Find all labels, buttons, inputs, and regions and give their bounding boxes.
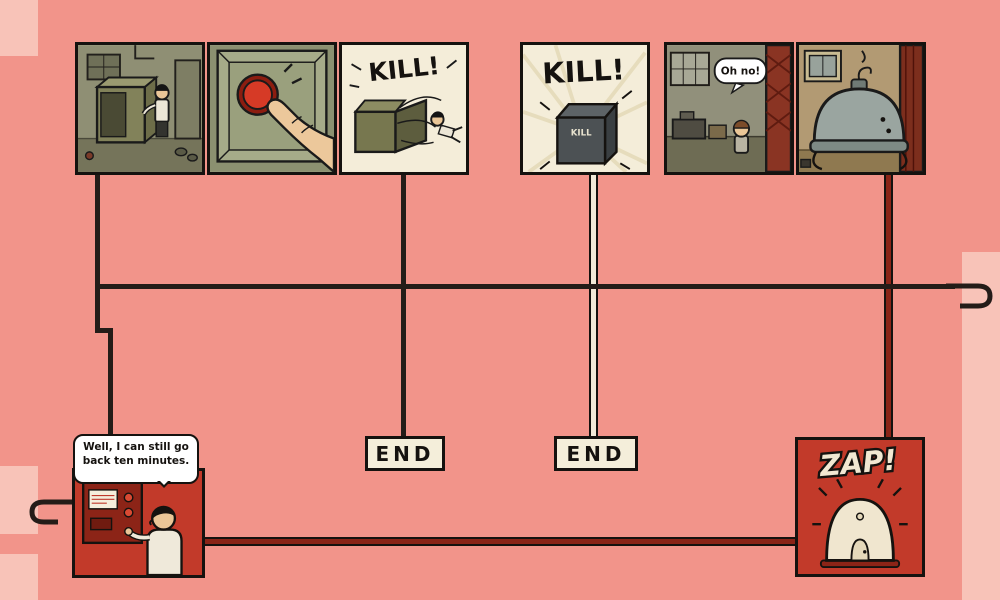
kill-box: KILL	[554, 100, 620, 167]
page-edge-tab-right	[962, 252, 1000, 600]
action-marks	[539, 90, 633, 170]
small-button	[123, 507, 134, 518]
can	[84, 151, 94, 161]
can	[186, 153, 198, 162]
lattice-tower	[765, 45, 791, 172]
plug	[800, 158, 812, 168]
crate	[708, 124, 727, 140]
pipe	[134, 45, 155, 60]
man-figure	[124, 505, 183, 575]
panel-oh-no: Oh no!	[664, 42, 794, 175]
burst-box	[353, 98, 428, 154]
tube-main-horizontal	[95, 284, 955, 289]
tube-panel3-to-end	[401, 173, 406, 436]
cables	[812, 151, 908, 171]
panel-kill-box: KILL! KILL	[520, 42, 650, 175]
bell-jar	[819, 497, 901, 569]
panel-zap: ZAP!	[795, 437, 925, 577]
tube-to-narration-panel	[108, 328, 113, 436]
tube-panel1-jog	[95, 328, 113, 333]
end-label: END	[375, 441, 435, 466]
panel-dome-machine	[796, 42, 926, 175]
tube-panel6-to-zap	[884, 173, 893, 439]
speech-bubble: Well, I can still go back ten minutes.	[73, 434, 199, 488]
can	[174, 147, 188, 157]
dome-machine	[809, 66, 909, 154]
window-icon	[803, 49, 842, 83]
zap-sparks	[812, 478, 908, 526]
press-marks	[283, 63, 303, 85]
box-label-text: KILL	[571, 129, 592, 139]
action-marks	[349, 59, 458, 88]
hook-left-icon	[29, 499, 78, 525]
end-label: END	[566, 441, 626, 466]
flung-figure	[397, 96, 463, 145]
hook-right-icon	[946, 283, 993, 309]
narration-text: Well, I can still go back ten minutes.	[82, 441, 190, 467]
window-icon	[669, 51, 710, 87]
page-edge-tab-top-left	[0, 0, 38, 56]
panel-workshop-box	[75, 42, 205, 175]
zap-burst-text: ZAP!	[817, 442, 898, 483]
panel-one-button	[72, 468, 205, 578]
wall-hook	[861, 50, 866, 64]
hand-icon	[266, 98, 334, 172]
machinery	[671, 118, 707, 140]
panel-kill-box-open: KILL!	[339, 42, 469, 175]
window-icon	[86, 53, 121, 81]
tube-panel1-down	[95, 173, 100, 333]
tube-zap-to-narration	[203, 537, 801, 546]
man-figure	[141, 84, 170, 138]
tube-panel4-to-end	[589, 173, 598, 438]
panel-button-press	[207, 42, 337, 175]
speech-bubble: Oh no!	[713, 57, 768, 95]
door-frame	[174, 59, 202, 140]
page-edge-tab-bottom-left	[0, 554, 38, 600]
small-button	[123, 492, 134, 503]
end-box-left: END	[365, 436, 445, 471]
page-edge-tab-left-mid	[0, 466, 38, 534]
oh-no-text: Oh no!	[721, 66, 760, 78]
kill-burst-text: KILL!	[542, 52, 626, 90]
hatted-figure	[732, 119, 750, 154]
end-box-right: END	[554, 436, 638, 471]
